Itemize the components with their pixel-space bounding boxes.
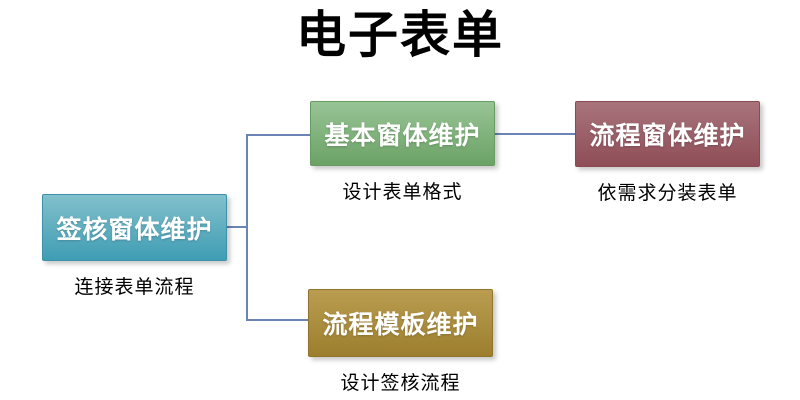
node-process-window-maintenance: 流程窗体维护 依需求分装表单 [575,101,760,205]
node-caption: 依需求分装表单 [597,183,738,204]
node-box: 基本窗体维护 [310,101,495,166]
node-process-template-maintenance: 流程模板维护 设计签核流程 [308,289,493,395]
connector-bottom-branch [246,319,308,321]
node-label: 基本窗体维护 [324,121,481,150]
node-label: 签核窗体维护 [56,215,213,244]
connector-basic-to-process [495,133,575,135]
node-sign-window-maintenance: 签核窗体维护 连接表单流程 [42,194,227,299]
node-caption: 设计签核流程 [340,373,461,394]
node-box: 流程窗体维护 [575,101,760,167]
node-label: 流程模板维护 [322,311,479,339]
node-caption: 设计表单格式 [342,182,463,203]
node-basic-window-maintenance: 基本窗体维护 设计表单格式 [310,101,495,204]
node-caption: 连接表单流程 [74,277,195,298]
node-label: 流程窗体维护 [589,122,746,150]
connector-vertical [246,134,248,321]
node-box: 签核窗体维护 [42,194,227,261]
node-box: 流程模板维护 [308,289,493,357]
diagram-title: 电子表单 [296,7,504,63]
connector-left-stub [227,226,248,228]
connector-top-branch [246,134,310,136]
